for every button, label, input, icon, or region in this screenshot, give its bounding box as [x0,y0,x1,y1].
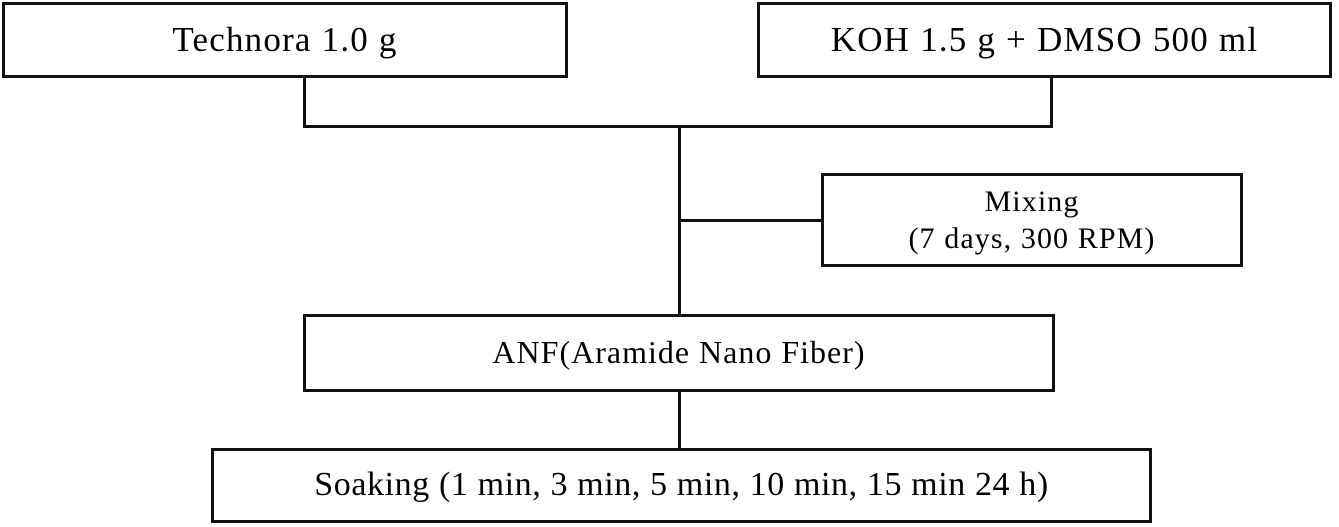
node-technora-label: Technora 1.0 g [172,20,398,60]
node-soaking[interactable]: Soaking (1 min, 3 min, 5 min, 10 min, 15… [211,448,1152,523]
edge-to-mixing [678,219,823,222]
node-technora[interactable]: Technora 1.0 g [2,2,568,78]
edge-main-trunk [678,125,681,450]
node-mixing-label-primary: Mixing [984,184,1080,218]
edge-koh-down [1050,78,1053,128]
node-soaking-label: Soaking (1 min, 3 min, 5 min, 10 min, 15… [314,466,1049,504]
node-koh-label: KOH 1.5 g + DMSO 500 ml [830,20,1259,60]
node-mixing-label-detail: (7 days, 300 RPM) [908,222,1156,255]
node-koh[interactable]: KOH 1.5 g + DMSO 500 ml [757,2,1332,78]
node-anf[interactable]: ANF(Aramide Nano Fiber) [303,314,1055,392]
node-mixing[interactable]: Mixing (7 days, 300 RPM) [821,173,1243,267]
edge-technora-down [303,78,306,128]
node-anf-label: ANF(Aramide Nano Fiber) [492,334,866,371]
